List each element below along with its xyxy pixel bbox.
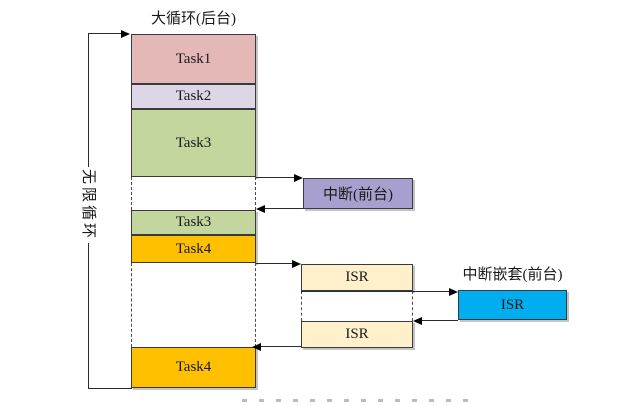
interrupt-foreground-block: 中断(前台)	[303, 178, 413, 209]
task-return-line	[261, 346, 301, 347]
nested-interrupt-title: 中断嵌套(前台)	[462, 267, 563, 283]
infinite-loop-label: 无限循环	[79, 167, 97, 243]
task4-resume-label: Task4	[175, 359, 212, 375]
isr-preemption-gap	[301, 291, 413, 321]
isr-entry-line	[256, 263, 294, 264]
isr2-label: ISR	[345, 326, 369, 342]
loop-bottom-line	[88, 388, 132, 389]
nested-isr-label: ISR	[500, 296, 525, 313]
task3-resume-label: Task3	[175, 214, 212, 230]
task2-block: Task2	[131, 84, 256, 109]
task1-label: Task1	[175, 50, 212, 67]
loop-top-line	[88, 33, 122, 34]
task4-label: Task4	[175, 240, 212, 257]
task-return-arrowhead-icon	[252, 343, 261, 351]
task2-label: Task2	[175, 88, 212, 104]
nested-return-line	[422, 320, 458, 321]
nested-return-arrowhead-icon	[413, 317, 422, 325]
nested-entry-line	[301, 291, 449, 292]
interrupt-return-arrowhead-icon	[256, 205, 265, 213]
task1-block: Task1	[131, 34, 256, 84]
isr-entry-arrowhead-icon	[292, 260, 301, 268]
task3-resume-block: Task3	[131, 210, 256, 235]
loop-arrowhead-icon	[121, 30, 130, 38]
interrupt-entry-line	[256, 177, 296, 178]
task3-block: Task3	[131, 109, 256, 177]
preemption-gap-1	[131, 177, 256, 210]
task4-resume-block: Task4	[131, 347, 256, 388]
isr1-block: ISR	[301, 264, 413, 291]
task3-label: Task3	[175, 134, 212, 151]
nested-entry-arrowhead-icon	[449, 288, 458, 296]
isr2-block: ISR	[301, 321, 413, 348]
main-loop-title: 大循环(后台)	[151, 11, 236, 27]
clipped-caption-fragment	[242, 399, 468, 402]
interrupt-return-line	[265, 208, 303, 209]
nested-isr-block: ISR	[458, 290, 567, 320]
interrupt-entry-arrowhead-icon	[294, 174, 303, 182]
isr1-label: ISR	[345, 269, 369, 285]
interrupt-foreground-label: 中断(前台)	[323, 187, 393, 203]
task4-block: Task4	[131, 235, 256, 263]
preemption-gap-2	[131, 263, 256, 347]
